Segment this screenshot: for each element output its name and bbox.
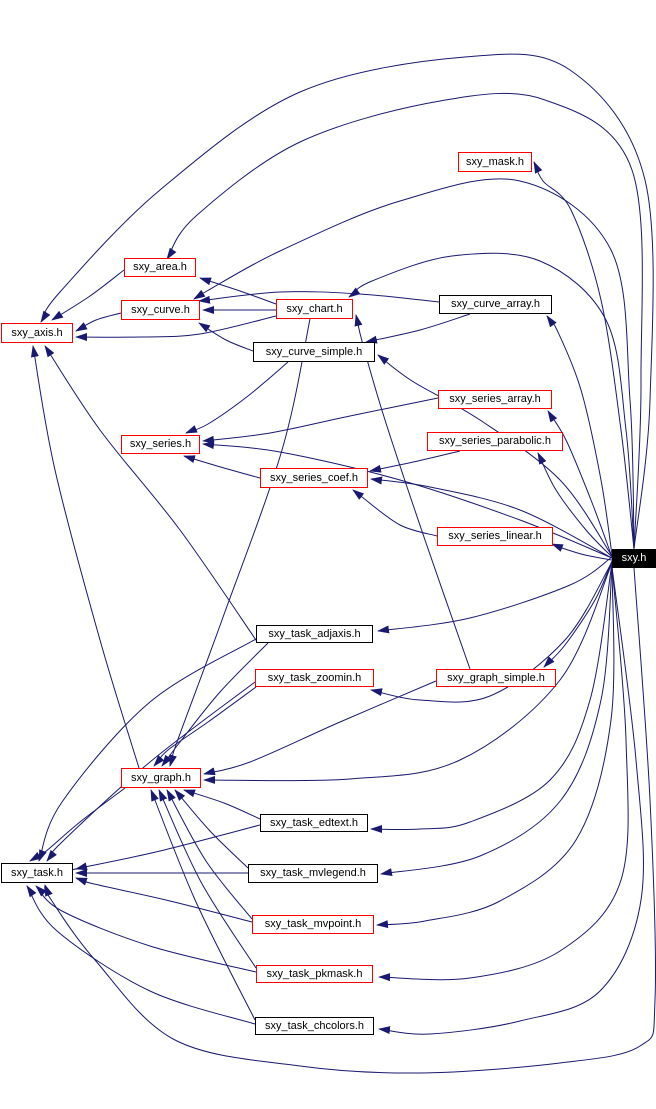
edge-sxy_task_adjaxis-to-sxy_axis [44, 345, 259, 644]
edge-sxy-to-sxy_mask [533, 161, 635, 550]
edge-sxy_task_pkmask-to-sxy_task [35, 885, 257, 973]
node-sxy_series[interactable]: sxy_series.h [121, 435, 200, 454]
edge-sxy_series_coef-to-sxy_series [183, 455, 261, 479]
edge-sxy_task_chcolors-to-sxy_graph [150, 789, 256, 1021]
edge-sxy_chart-to-sxy_area [199, 277, 277, 305]
node-sxy_chart[interactable]: sxy_chart.h [276, 299, 353, 319]
edge-group [26, 53, 656, 1074]
edge-sxy_graph_simple-to-sxy_chart [354, 314, 471, 670]
edge-sxy_task_mvpoint-to-sxy_task [75, 877, 253, 923]
node-sxy: sxy.h [612, 549, 656, 568]
node-sxy_task_mvpoint[interactable]: sxy_task_mvpoint.h [252, 915, 374, 934]
edge-sxy_task_adjaxis-to-sxy_task [38, 638, 257, 862]
edge-sxy-to-sxy_graph [203, 562, 613, 784]
node-sxy_task[interactable]: sxy_task.h [1, 863, 73, 883]
edge-sxy_task_pkmask-to-sxy_graph [158, 789, 257, 969]
node-sxy_curve_array[interactable]: sxy_curve_array.h [439, 295, 552, 314]
node-sxy_axis[interactable]: sxy_axis.h [1, 323, 73, 343]
edge-sxy-to-sxy_chart [348, 252, 635, 550]
node-sxy_task_chcolors[interactable]: sxy_task_chcolors.h [255, 1017, 374, 1035]
node-sxy_mask[interactable]: sxy_mask.h [458, 152, 532, 172]
edge-sxy-to-sxy_graph_simple [543, 560, 613, 668]
edge-sxy_graph-to-sxy_axis [30, 345, 140, 769]
edge-sxy_task_zoomin-to-sxy_graph [153, 686, 257, 767]
node-sxy_series_coef[interactable]: sxy_series_coef.h [260, 468, 368, 488]
node-sxy_task_adjaxis[interactable]: sxy_task_adjaxis.h [256, 625, 373, 643]
edge-sxy-to-sxy_task_mvpoint [376, 564, 615, 929]
edge-sxy-to-sxy_series_array [547, 410, 613, 558]
edge-sxy_chart-to-sxy_axis [75, 315, 277, 342]
edge-sxy_curve_simple-to-sxy_curve [198, 322, 254, 352]
edge-sxy-to-sxy_task [44, 567, 656, 1074]
edge-sxy-to-sxy_task_chcolors [378, 566, 644, 1035]
edge-sxy_task_chcolors-to-sxy_task [26, 885, 256, 1025]
node-sxy_task_edtext[interactable]: sxy_task_edtext.h [260, 814, 368, 832]
edge-sxy_task_zoomin-to-sxy_task [46, 681, 256, 862]
edge-sxy_task_edtext-to-sxy_graph [183, 789, 261, 820]
edge-sxy_curve_array-to-sxy_curve [198, 291, 440, 304]
edge-sxy_task_mvpoint-to-sxy_graph [166, 789, 253, 920]
edge-sxy_series_array-to-sxy_series [202, 397, 439, 444]
edge-sxy_graph_simple-to-sxy_graph [203, 680, 437, 776]
edge-sxy_task_adjaxis-to-sxy_graph [161, 642, 269, 767]
edge-sxy-to-sxy_task_adjaxis [377, 556, 613, 634]
node-sxy_curve_simple[interactable]: sxy_curve_simple.h [253, 342, 375, 362]
node-sxy_task_mvlegend[interactable]: sxy_task_mvlegend.h [248, 864, 378, 883]
edge-sxy_area-to-sxy_axis [51, 269, 125, 321]
edge-sxy-to-sxy_series_coef [370, 476, 613, 559]
edge-sxy_curve-to-sxy_axis [75, 312, 122, 332]
node-sxy_task_pkmask[interactable]: sxy_task_pkmask.h [256, 965, 373, 983]
edge-sxy_chart-to-sxy_graph [169, 318, 311, 767]
edge-sxy-to-sxy_task_pkmask [378, 565, 629, 982]
edge-sxy_graph-to-sxy_task [29, 787, 126, 862]
node-sxy_graph_simple[interactable]: sxy_graph_simple.h [436, 669, 556, 687]
node-sxy_series_linear[interactable]: sxy_series_linear.h [437, 527, 553, 546]
edge-sxy-to-sxy_task_edtext [370, 562, 613, 834]
edge-sxy_curve_array-to-sxy_curve_simple [365, 313, 471, 344]
edge-sxy-to-sxy_series_parabolic [537, 452, 613, 558]
edge-sxy-to-sxy_axis [40, 53, 654, 550]
edge-sxy-to-sxy_area [166, 92, 643, 550]
edge-sxy_task_mvlegend-to-sxy_graph [174, 789, 249, 869]
edge-sxy-to-sxy_task_zoomin [370, 561, 613, 703]
edge-sxy_curve_simple-to-sxy_series [185, 361, 289, 434]
node-sxy_series_parabolic[interactable]: sxy_series_parabolic.h [427, 432, 563, 451]
edge-sxy_series_parabolic-to-sxy_series_coef [369, 450, 461, 473]
node-sxy_task_zoomin[interactable]: sxy_task_zoomin.h [255, 669, 374, 687]
edge-sxy-to-sxy_curve_simple [377, 354, 613, 557]
edge-sxy-to-sxy_task_mvlegend [380, 563, 613, 876]
node-sxy_graph[interactable]: sxy_graph.h [121, 768, 201, 788]
edge-sxy-to-sxy_curve_array [546, 315, 613, 556]
edge-sxy-to-sxy_series_linear [551, 543, 613, 561]
edge-sxy_series_linear-to-sxy_series_coef [352, 489, 438, 537]
node-sxy_series_array[interactable]: sxy_series_array.h [438, 390, 552, 409]
node-sxy_curve[interactable]: sxy_curve.h [121, 300, 200, 320]
node-sxy_area[interactable]: sxy_area.h [124, 258, 196, 277]
edge-sxy-to-sxy_curve [193, 178, 635, 550]
